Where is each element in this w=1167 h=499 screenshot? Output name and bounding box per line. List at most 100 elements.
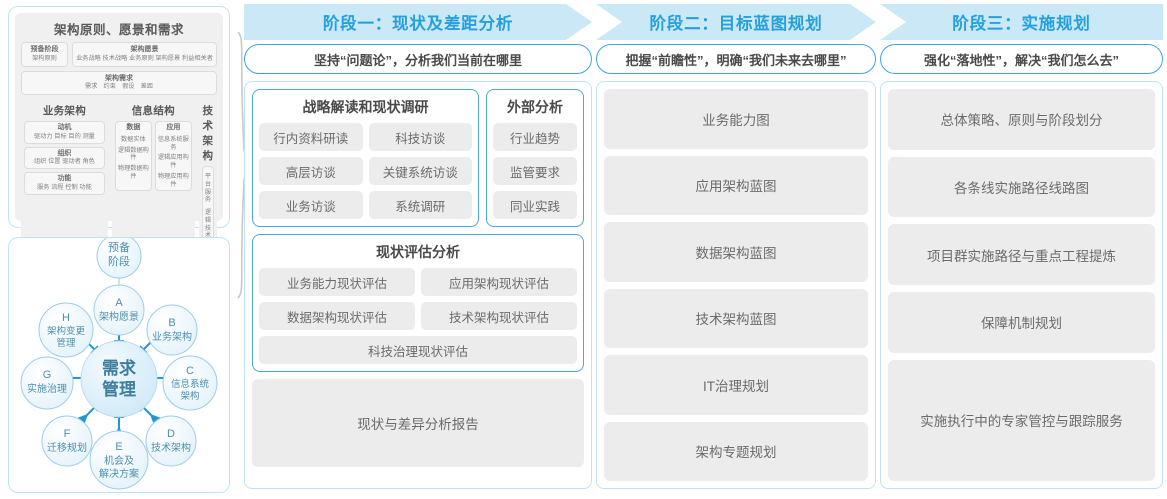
chip-item[interactable]: 科技治理现状评估 <box>259 336 577 364</box>
phase-header-3: 阶段三：实施规划 <box>880 4 1163 40</box>
svg-text:C: C <box>186 365 194 377</box>
chip-item[interactable]: 项目群实施路径与重点工程提炼 <box>888 224 1155 286</box>
togaf-vision-cell: 架构愿景 业务战略 技术战略 业务原则 架构愿景 利益相关者 <box>72 42 217 67</box>
chip-item[interactable]: 系统调研 <box>368 191 472 219</box>
chip-item[interactable]: 数据架构现状评估 <box>259 302 415 330</box>
svg-text:架构愿景: 架构愿景 <box>99 310 139 323</box>
svg-text:A: A <box>115 297 123 309</box>
group-current-state-assessment-title: 现状评估分析 <box>376 244 460 260</box>
adm-node-c <box>162 355 218 411</box>
phase-header-row: 阶段一：现状及差距分析 阶段二：目标蓝图规划 阶段三：实施规划 <box>244 4 1163 40</box>
svg-text:解决方案: 解决方案 <box>99 467 139 480</box>
group-external-analysis: 外部分析 行业趋势 监管要求 同业实践 <box>486 89 584 227</box>
adm-center-label-line1: 需求 <box>102 358 136 378</box>
svg-text:技术架构: 技术架构 <box>151 441 191 454</box>
togaf-vision-sub: 业务战略 技术战略 业务原则 架构愿景 利益相关者 <box>76 54 213 62</box>
chip-item[interactable]: 高层访谈 <box>259 157 363 185</box>
svg-text:D: D <box>167 428 175 440</box>
svg-text:业务架构: 业务架构 <box>152 330 192 343</box>
svg-text:信息系统: 信息系统 <box>171 378 210 390</box>
chip-item[interactable]: 业务访谈 <box>259 191 363 219</box>
svg-text:H: H <box>62 312 70 324</box>
chip-item[interactable]: 业务能力现状评估 <box>259 268 415 296</box>
phase-1-top-row: 战略解读和现状调研 行内资料研读 科技访谈 高层访谈 关键系统访谈 业务访谈 系… <box>252 89 584 227</box>
phase-1-body: 战略解读和现状调研 行内资料研读 科技访谈 高层访谈 关键系统访谈 业务访谈 系… <box>244 81 592 489</box>
togaf-requirements-head: 架构需求 <box>105 74 133 82</box>
chip-item[interactable]: 应用架构现状评估 <box>421 268 577 296</box>
phase-3-subtitle: 强化“落地性”，解决“我们怎么去” <box>880 44 1163 74</box>
chip-item[interactable]: 行内资料研读 <box>259 123 363 151</box>
group-current-state-assessment: 现状评估分析 业务能力现状评估 应用架构现状评估 数据架构现状评估 技术架构现状… <box>252 234 584 372</box>
togaf-business-function: 功能 服务 流程 控制 功能 <box>24 172 105 195</box>
adm-cycle-diagram: 需求 管理 预备 阶段 A 架构愿景 B 业务架构 C 信息系统 架构 <box>8 237 230 493</box>
chip-item[interactable]: 架构专题规划 <box>604 421 868 481</box>
svg-text:实施治理: 实施治理 <box>27 382 67 395</box>
adm-node-b <box>146 304 198 356</box>
svg-text:迁移规划: 迁移规划 <box>47 441 87 454</box>
togaf-information-application: 应用 信息系统服务 逻辑应用构件 物理应用构件 <box>154 121 192 192</box>
phase-column-1: 坚持“问题论”，分析我们当前在哪里 战略解读和现状调研 行内资料研读 科技访谈 … <box>244 44 592 489</box>
chip-item[interactable]: 各条线实施路径线路图 <box>888 156 1155 218</box>
chip-item[interactable]: IT治理规划 <box>604 355 868 415</box>
phase-1-subtitle: 坚持“问题论”，分析我们当前在哪里 <box>244 44 592 74</box>
togaf-requirements-cell: 架构需求 需求 约束 假设 差距 <box>21 70 217 95</box>
phase-header-2-label: 阶段二：目标蓝图规划 <box>649 15 823 33</box>
chip-item[interactable]: 数据架构蓝图 <box>604 222 868 282</box>
adm-node-d <box>145 415 197 467</box>
togaf-pillar-information-title: 信息结构 <box>131 105 175 117</box>
chip-item[interactable]: 科技访谈 <box>368 123 472 151</box>
group-strategy-research-title: 战略解读和现状调研 <box>302 99 429 115</box>
togaf-business-organization: 组织 组织 位置 驱动者 角色 <box>24 146 105 169</box>
togaf-requirements-sub: 需求 约束 假设 差距 <box>84 83 154 91</box>
chip-item[interactable]: 同业实践 <box>493 191 577 219</box>
togaf-business-motivation: 动机 驱动力 目标 目的 测量 <box>24 121 105 144</box>
phase-2-body: 业务能力图 应用架构蓝图 数据架构蓝图 技术架构蓝图 IT治理规划 架构专题规划 <box>596 81 876 489</box>
adm-center-node <box>80 340 158 418</box>
phase-2-subtitle: 把握“前瞻性”，明确“我们未来去哪里” <box>596 44 876 74</box>
phases-area: 阶段一：现状及差距分析 阶段二：目标蓝图规划 阶段三：实施规划 坚持“问题论”，… <box>244 0 1163 499</box>
svg-text:机会及: 机会及 <box>104 454 134 467</box>
svg-text:阶段: 阶段 <box>108 254 130 268</box>
adm-node-a <box>93 284 145 336</box>
chip-item[interactable]: 技术架构现状评估 <box>421 302 577 330</box>
phase-column-3: 强化“落地性”，解决“我们怎么去” 总体策略、原则与阶段划分 各条线实施路径线路… <box>880 44 1163 489</box>
phase-column-2: 把握“前瞻性”，明确“我们未来去哪里” 业务能力图 应用架构蓝图 数据架构蓝图 … <box>596 44 876 489</box>
chip-item[interactable]: 保障机制规划 <box>888 292 1155 353</box>
adm-center-label-line2: 管理 <box>102 379 136 399</box>
svg-text:架构变更: 架构变更 <box>47 325 86 337</box>
left-reference-column: 架构原则、愿景和需求 预备阶段 架构原则 架构愿景 业务战略 技术战略 业务原则… <box>8 6 258 493</box>
phase-header-1-label: 阶段一：现状及差距分析 <box>322 15 514 33</box>
chip-item[interactable]: 关键系统访谈 <box>368 157 472 185</box>
togaf-row-vision: 预备阶段 架构原则 架构愿景 业务战略 技术战略 业务原则 架构愿景 利益相关者 <box>21 42 217 67</box>
togaf-prelim-sub: 架构原则 <box>32 54 57 62</box>
chip-item[interactable]: 技术架构蓝图 <box>604 288 868 348</box>
phase-header-2: 阶段二：目标蓝图规划 <box>596 4 876 40</box>
chip-item[interactable]: 应用架构蓝图 <box>604 155 868 215</box>
adm-node-prelim <box>96 238 142 279</box>
svg-text:预备: 预备 <box>108 240 130 254</box>
svg-text:B: B <box>168 317 175 329</box>
svg-text:管理: 管理 <box>56 337 76 349</box>
phase-header-1: 阶段一：现状及差距分析 <box>244 4 592 40</box>
group-strategy-research: 战略解读和现状调研 行内资料研读 科技访谈 高层访谈 关键系统访谈 业务访谈 系… <box>252 89 479 227</box>
phase-1-report-chip[interactable]: 现状与差异分析报告 <box>252 379 584 467</box>
phase-header-3-label: 阶段三：实施规划 <box>952 15 1091 33</box>
togaf-pillar-technology-title: 技术架构 <box>202 105 214 162</box>
chip-item[interactable]: 总体策略、原则与阶段划分 <box>888 89 1155 150</box>
togaf-pillar-business-title: 业务架构 <box>42 105 87 117</box>
chip-item[interactable]: 监管要求 <box>493 157 577 185</box>
chip-item[interactable]: 业务能力图 <box>604 89 868 149</box>
phase-3-body: 总体策略、原则与阶段划分 各条线实施路径线路图 项目群实施路径与重点工程提炼 保… <box>880 81 1163 489</box>
group-external-analysis-title: 外部分析 <box>507 99 563 115</box>
svg-text:F: F <box>64 428 71 440</box>
adm-node-e <box>89 430 149 490</box>
chip-item[interactable]: 行业趋势 <box>493 123 577 151</box>
togaf-title: 架构原则、愿景和需求 <box>53 23 184 37</box>
adm-node-g <box>20 356 74 410</box>
chip-item[interactable]: 实施执行中的专家管控与跟踪服务 <box>888 359 1155 482</box>
svg-text:E: E <box>115 441 122 453</box>
togaf-vision-head: 架构愿景 <box>130 46 159 53</box>
adm-node-h <box>38 302 94 358</box>
togaf-content-framework: 架构原则、愿景和需求 预备阶段 架构原则 架构愿景 业务战略 技术战略 业务原则… <box>8 6 230 357</box>
